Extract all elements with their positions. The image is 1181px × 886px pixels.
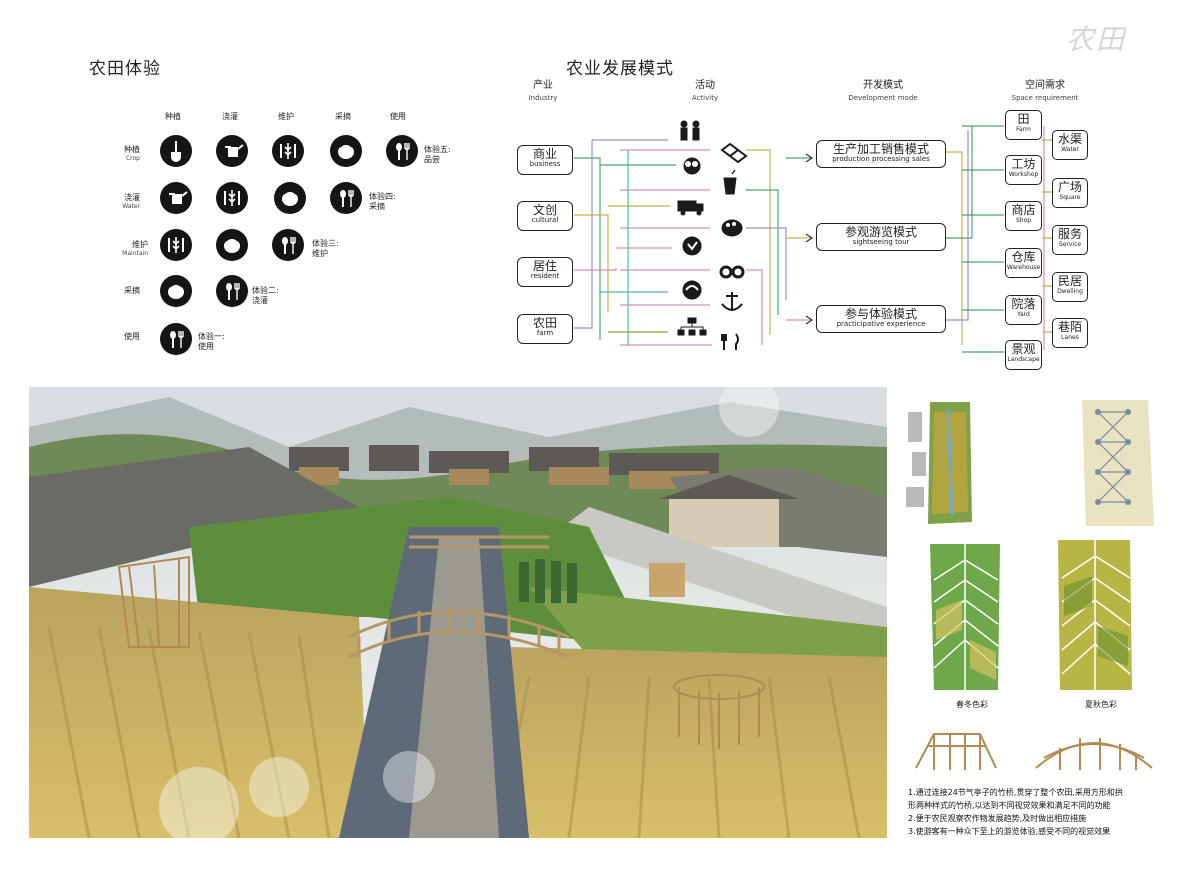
cutlery-icon [272,229,304,261]
experience-note: 体验四:采摘 [369,192,396,211]
experience-note: 体验五:品尝 [424,145,451,164]
hierarchy-icon [677,317,707,336]
col-label: 浇灌 [222,112,238,121]
model-title: 农业发展模式 [566,59,674,79]
row-label: 使用 [124,332,140,341]
wheat-icon [216,182,248,214]
binoculars-icon [719,265,745,279]
wheat-icon [160,229,192,261]
truck-icon [677,200,704,216]
watering-can-icon [216,135,248,167]
caption-summer: 夏秋色彩 [1085,700,1117,709]
farmers-icon [680,120,700,141]
col-label: 使用 [390,112,406,121]
experience-title: 农田体验 [89,59,161,79]
plan-spring-winter [930,544,1000,690]
grain-icon [330,135,362,167]
row-label: 采摘 [124,286,140,295]
fruit-icon [682,236,702,256]
col-label: 种植 [165,112,181,121]
experience-note: 体验一:使用 [198,332,225,351]
cutlery-icon [160,323,192,355]
recycle-icon [682,280,702,300]
cutlery-icon [721,333,739,350]
caption-spring: 春冬色彩 [956,700,988,709]
col-label: 采摘 [335,112,351,121]
note-line: 1.通过连接24节气亭子的竹桥,贯穿了整个农田,采用方形和拱 [908,788,1123,797]
note-line: 2.便于农民观察农作物发展趋势,及时做出相应措施 [908,814,1087,823]
wheat-icon [272,135,304,167]
grain-icon [160,275,192,307]
arched-bridge-sketch [1035,738,1153,770]
grain-icon [216,229,248,261]
palette-icon [721,219,743,237]
anchor-icon [721,292,743,311]
note-line: 形两种样式的竹桥,以达到不同视觉效果和满足不同的功能 [908,801,1111,810]
square-bridge-sketch [915,733,997,770]
watering-can-icon [160,182,192,214]
connector-lines [574,125,1052,353]
design-notes: 1.通过连接24节气亭子的竹桥,贯穿了整个农田,采用方形和拱 形两种样式的竹桥,… [908,786,1158,838]
grain-icon [274,182,306,214]
shovel-icon [160,135,192,167]
col-label: 维护 [278,112,294,121]
note-line: 3.使游客有一种众下至上的游览体验,感受不同的视觉效果 [908,827,1111,836]
cutlery-icon [386,135,418,167]
farmland-rendering [29,387,887,838]
plan-summer-autumn [1058,540,1132,690]
cutlery-icon [216,275,248,307]
calligraphy-logo: 农田 [1066,23,1127,56]
site-plan-top-right [1082,400,1154,526]
cutlery-icon [330,182,362,214]
cotton-icon [683,157,701,175]
pattern-icon [720,142,748,164]
site-plan-top-left [900,392,990,532]
activity-icons [677,120,748,350]
experience-note: 体验二:浇灌 [252,286,279,305]
experience-note: 体验三:维护 [312,239,339,258]
drink-icon [723,169,737,195]
